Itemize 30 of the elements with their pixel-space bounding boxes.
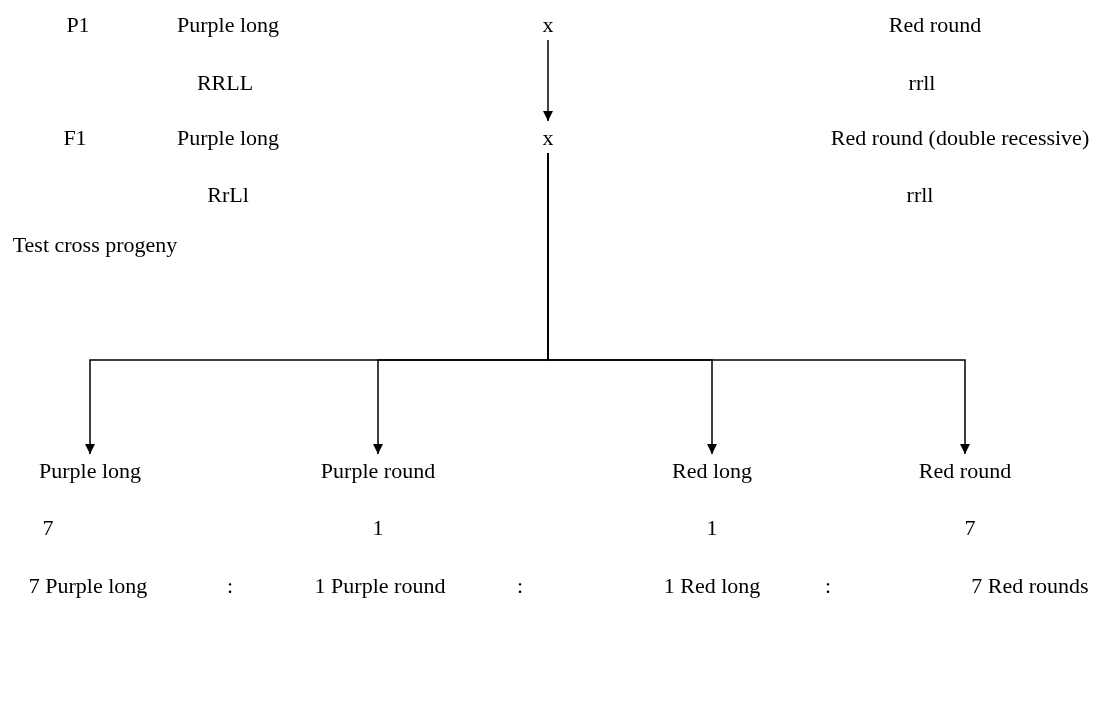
node-label: x [540,125,556,151]
text-label: Purple long [176,12,280,38]
text-label: Purple long [176,125,280,151]
count-label: 7 [42,515,54,541]
node-label: x [540,12,556,38]
text-label: 7 Purple long [28,573,148,599]
text-label: : [226,573,234,599]
text-label: RRLL [196,70,254,96]
arrow [547,152,970,455]
text-label: F1 [63,125,87,151]
text-label: 1 Red long [663,573,761,599]
text-label: Test cross progeny [12,232,178,258]
text-label: Red round (double recessive) [830,125,1090,151]
node-label: Purple round [318,458,438,484]
text-label: : [824,573,832,599]
text-label: 7 Red rounds [971,573,1089,599]
node-label: Red round [916,458,1014,484]
text-label: 1 Purple round [314,573,446,599]
text-label: Red round [888,12,982,38]
node-label: Purple long [36,458,144,484]
text-label: P1 [66,12,90,38]
text-label: rrll [908,70,936,96]
text-label: rrll [906,182,934,208]
arrow [543,39,553,122]
count-label: 7 [964,515,976,541]
count-label: 1 [372,515,384,541]
text-label: : [516,573,524,599]
node-label: Red long [669,458,755,484]
text-label: RrLl [207,182,249,208]
count-label: 1 [706,515,718,541]
